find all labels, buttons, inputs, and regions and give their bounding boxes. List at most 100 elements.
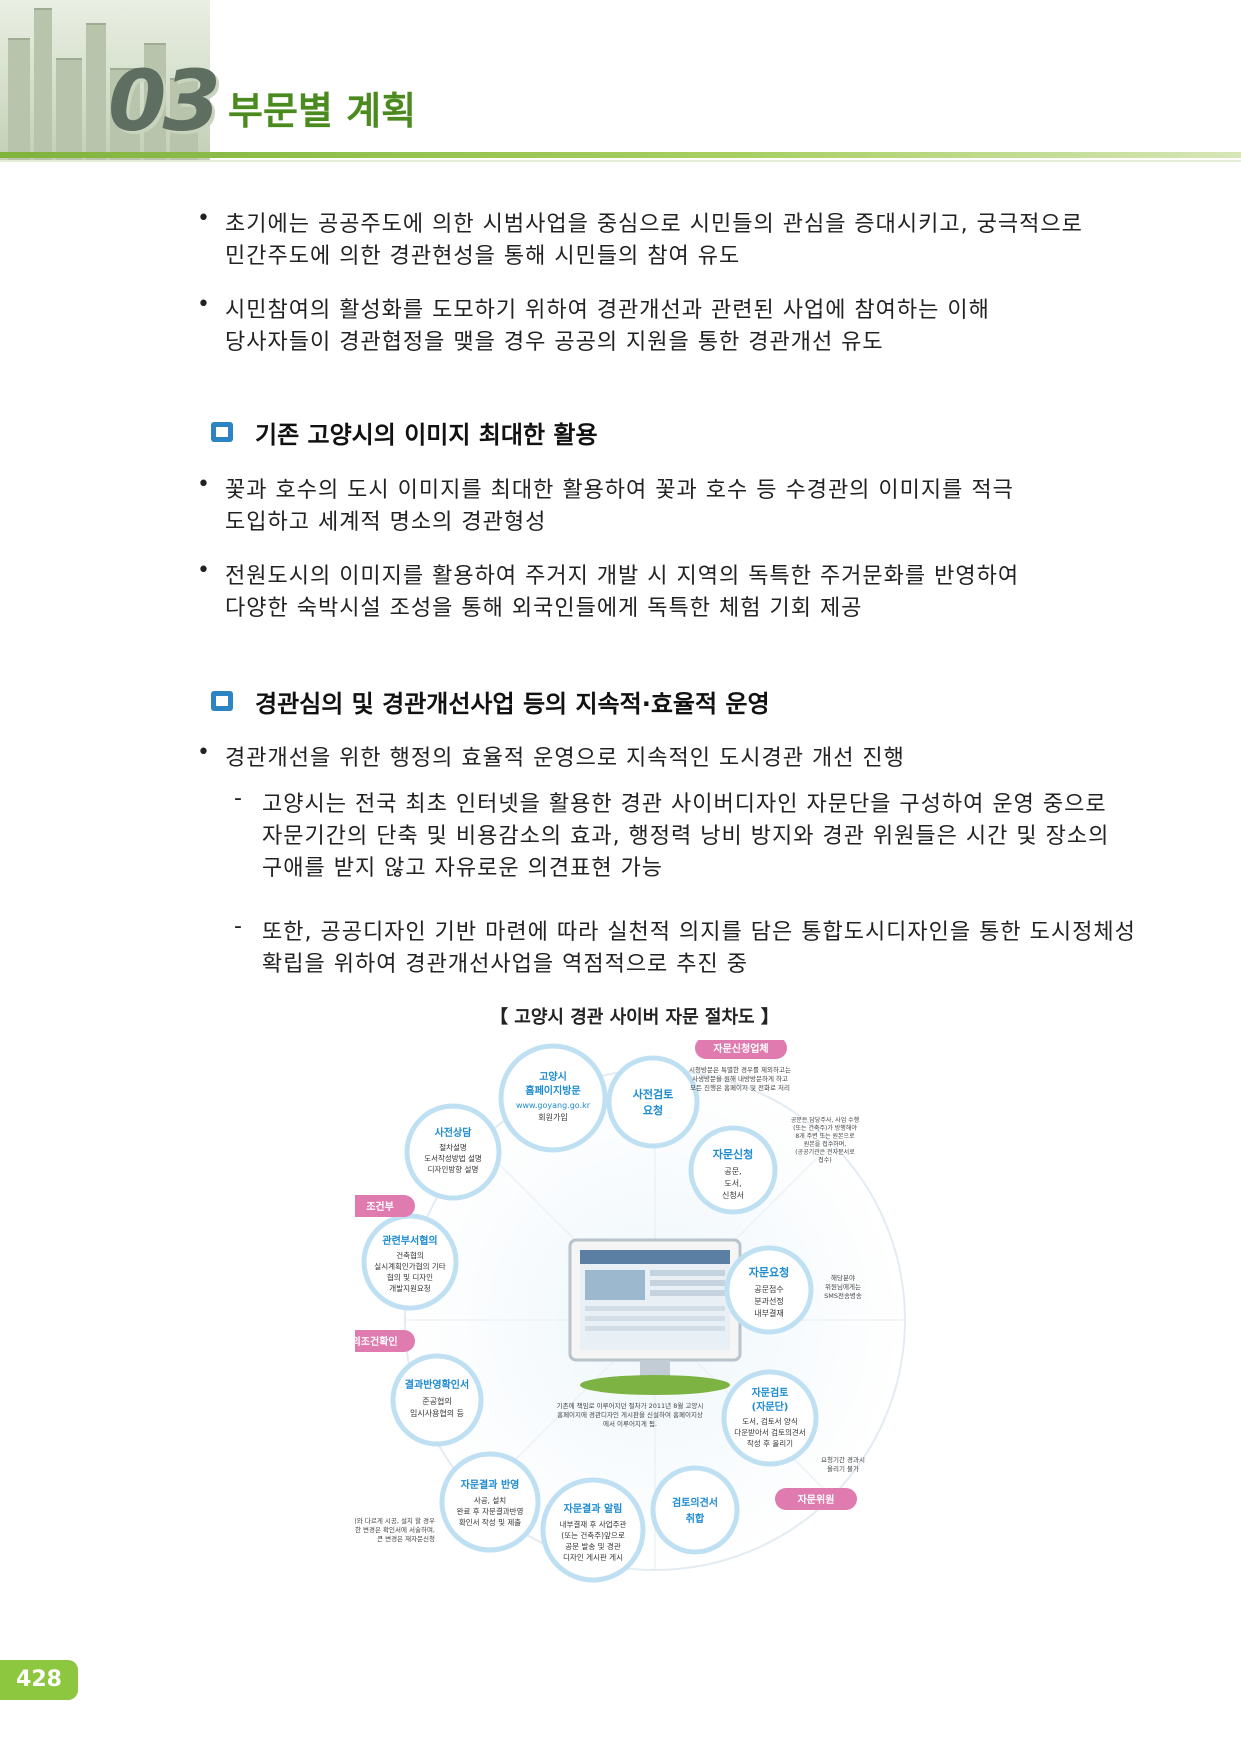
svg-text:이러한 변경은 확인서에 서술하며,: 이러한 변경은 확인서에 서술하며, <box>355 1525 435 1534</box>
svg-text:해당분야: 해당분야 <box>831 1273 855 1282</box>
svg-text:임시사용협의 등: 임시사용협의 등 <box>410 1408 464 1418</box>
node-pre-review-request: 사전검토 요청 <box>606 1055 700 1149</box>
node-result-confirmation: 결과반영확인서 준공협의 임시사용협의 등 <box>390 1353 484 1447</box>
svg-text:디자인방향 설명: 디자인방향 설명 <box>428 1164 479 1174</box>
node-result-notice: 자문결과 알림 내부결재 후 사업주관 (또는 건축주)앞으로 공문 발송 및 … <box>540 1477 646 1583</box>
city-skyline-image <box>0 0 210 160</box>
svg-text:에서 이루어지게 됨.: 에서 이루어지게 됨. <box>603 1419 657 1428</box>
svg-text:도서작성방법 설명: 도서작성방법 설명 <box>424 1153 482 1163</box>
node-homepage-visit: 고양시 홈페이지방문 www.goyang.go.kr 회원가입 <box>498 1043 608 1153</box>
svg-text:자문검토: 자문검토 <box>752 1386 789 1399</box>
svg-text:공문 발송 및 경관: 공문 발송 및 경관 <box>565 1541 621 1551</box>
badge-consult-check: 협의조건확인 <box>355 1330 415 1352</box>
heading-square-icon <box>211 691 233 711</box>
svg-text:확인서 작성 및 제출: 확인서 작성 및 제출 <box>459 1517 521 1527</box>
svg-text:올리기 불가: 올리기 불가 <box>827 1464 859 1473</box>
page-header: 03 부문별 계획 <box>0 0 1241 170</box>
svg-text:홈페이지에 경관디자인 게시판을 신설하여 홈페이지상: 홈페이지에 경관디자인 게시판을 신설하여 홈페이지상 <box>557 1410 703 1419</box>
svg-text:자문신청: 자문신청 <box>713 1147 753 1161</box>
note-left-low: 자문결과 시와 다르게 시공, 설치 할 경우 이러한 변경은 확인서에 서술하… <box>355 1516 435 1543</box>
section-title: 부문별 계획 <box>228 89 417 133</box>
note-right-low: 요청기간 경과시 올리기 불가 <box>821 1455 865 1473</box>
svg-text:개발지원요청: 개발지원요청 <box>389 1283 430 1293</box>
svg-text:내부결재: 내부결재 <box>754 1308 783 1318</box>
node-consult-review: 자문검토 (자문단) 도서, 검토서 양식 다운받아서 검토의견서 작성 후 올… <box>721 1369 819 1467</box>
svg-text:사전검토: 사전검토 <box>633 1087 673 1101</box>
svg-text:공문,: 공문, <box>724 1167 741 1176</box>
svg-text:자문신청업체: 자문신청업체 <box>713 1042 768 1055</box>
svg-text:신청서: 신청서 <box>722 1191 744 1200</box>
badge-applicant: 자문신청업체 <box>695 1040 787 1059</box>
svg-text:8개 주변 또는 원본으로: 8개 주변 또는 원본으로 <box>795 1132 855 1140</box>
svg-text:(또는 건축주)앞으로: (또는 건축주)앞으로 <box>561 1530 625 1540</box>
badge-precondition: 조건부 <box>355 1195 415 1217</box>
svg-text:SMS전송병송: SMS전송병송 <box>824 1291 862 1300</box>
cyber-consult-diagram: 고양시 홈페이지방문 www.goyang.go.kr 회원가입 사전검토 요청… <box>355 1040 906 1583</box>
svg-text:작성 후 올리기: 작성 후 올리기 <box>747 1438 793 1448</box>
svg-text:사생방문을 원해 내방방문하게 하고: 사생방문을 원해 내방방문하게 하고 <box>692 1074 788 1083</box>
note-right-mid: 공문은 담당주사, 사업 수행 (또는 건축주)가 방행해야 8개 주변 또는 … <box>791 1116 859 1164</box>
monitor-illustration <box>568 1238 742 1395</box>
svg-text:도서, 검토서 양식: 도서, 검토서 양식 <box>742 1416 797 1426</box>
svg-text:검토의견서: 검토의견서 <box>672 1496 718 1509</box>
svg-text:모든 진행은 홈페이지 및 전화로 처리: 모든 진행은 홈페이지 및 전화로 처리 <box>690 1083 790 1092</box>
svg-text:자문결과 반영: 자문결과 반영 <box>461 1478 520 1491</box>
svg-text:취합: 취합 <box>686 1512 705 1525</box>
note-top-right: 시청방문은 특별한 경우를 제외하고는 사생방문을 원해 내방방문하게 하고 모… <box>689 1065 791 1092</box>
svg-text:도서,: 도서, <box>724 1179 741 1188</box>
svg-text:자문결과 알림: 자문결과 알림 <box>564 1502 623 1515</box>
svg-text:조건부: 조건부 <box>366 1200 394 1213</box>
heading-square-icon <box>211 422 233 442</box>
svg-text:(공공기관은 전자문서로: (공공기관은 전자문서로 <box>795 1148 855 1156</box>
bullet-item: • 꽃과 호수의 도시 이미지를 최대한 활용하여 꽃과 호수 등 수경관의 이… <box>197 472 1014 535</box>
svg-text:절차설명: 절차설명 <box>439 1142 467 1152</box>
svg-text:분과선정: 분과선정 <box>754 1296 783 1306</box>
diagram-title: 【 고양시 경관 사이버 자문 절차도 】 <box>490 1007 779 1028</box>
svg-text:건축협의: 건축협의 <box>396 1250 424 1260</box>
svg-text:내부결재 후 사업주관: 내부결재 후 사업주관 <box>560 1519 627 1529</box>
bullet-item: • 경관개선을 위한 행정의 효율적 운영으로 지속적인 도시경관 개선 진행 <box>197 740 905 771</box>
svg-text:요청기간 경과시: 요청기간 경과시 <box>821 1455 865 1464</box>
note-center: 기존에 책임로 이루어지던 절차가 2011년 8월 고양시 홈페이지에 경관디… <box>557 1401 704 1428</box>
svg-text:시청방문은 특별한 경우를 제외하고는: 시청방문은 특별한 경우를 제외하고는 <box>689 1065 791 1074</box>
node-related-dept: 관련부서협의 건축협의 실시계획인가협의 기타 협의 및 디자인 개발지원요청 <box>361 1213 459 1311</box>
node-consult-request: 자문요청 공문접수 분과선정 내부결재 <box>724 1245 814 1335</box>
badge-committee: 자문위원 <box>775 1488 857 1510</box>
svg-text:결과반영확인서: 결과반영확인서 <box>405 1378 469 1391</box>
bullet-item: • 초기에는 공공주도에 의한 시범사업을 중심으로 시민들의 관심을 증대시키… <box>197 206 1083 269</box>
svg-text:고양시: 고양시 <box>539 1071 567 1083</box>
svg-text:협의조건확인: 협의조건확인 <box>355 1335 398 1348</box>
svg-text:자문요청: 자문요청 <box>749 1265 789 1279</box>
svg-text:실시계획인가협의 기타: 실시계획인가협의 기타 <box>374 1261 445 1271</box>
svg-text:(또는 건축주)가 방행해야: (또는 건축주)가 방행해야 <box>793 1124 857 1132</box>
svg-text:홈페이지방문: 홈페이지방문 <box>525 1084 580 1097</box>
node-review-collection: 검토의견서 취합 <box>650 1465 740 1555</box>
svg-text:원본을 접수하며,: 원본을 접수하며, <box>804 1140 847 1148</box>
node-pre-consultation: 사전상담 절차설명 도서작성방법 설명 디자인방향 설명 <box>404 1103 502 1201</box>
svg-text:큰 변경은 재자문신청: 큰 변경은 재자문신청 <box>377 1534 435 1543</box>
page-number: 428 <box>0 1660 78 1700</box>
node-result-applied: 자문결과 반영 사공, 설치 완료 후 자문결과반영 확인서 작성 및 제출 <box>439 1451 541 1553</box>
svg-text:협의 및 디자인: 협의 및 디자인 <box>387 1272 433 1282</box>
svg-text:자문결과 시와 다르게 시공, 설치 할 경우: 자문결과 시와 다르게 시공, 설치 할 경우 <box>355 1516 435 1525</box>
header-divider <box>0 152 1241 158</box>
svg-text:공문은 담당주사, 사업 수행: 공문은 담당주사, 사업 수행 <box>791 1116 859 1124</box>
svg-text:관련부서협의: 관련부서협의 <box>382 1234 437 1247</box>
section-number: 03 <box>108 52 221 150</box>
svg-text:www.goyang.go.kr: www.goyang.go.kr <box>516 1101 591 1110</box>
svg-text:기존에 책임로 이루어지던 절차가 2011년 8월 고양시: 기존에 책임로 이루어지던 절차가 2011년 8월 고양시 <box>557 1401 704 1410</box>
note-right-sms: 해당분야 위원님에게는 SMS전송병송 <box>824 1273 862 1300</box>
bullet-item: • 시민참여의 활성화를 도모하기 위하여 경관개선과 관련된 사업에 참여하는… <box>197 292 990 355</box>
node-consult-application: 자문신청 공문, 도서, 신청서 <box>688 1125 778 1215</box>
dash-item: - 또한, 공공디자인 기반 마련에 따라 실천적 의지를 담은 통합도시디자인… <box>234 914 1136 977</box>
svg-text:완료 후 자문결과반영: 완료 후 자문결과반영 <box>457 1506 524 1516</box>
svg-text:준공협의: 준공협의 <box>422 1396 451 1406</box>
svg-text:위원님에게는: 위원님에게는 <box>825 1282 861 1291</box>
svg-text:다운받아서 검토의견서: 다운받아서 검토의견서 <box>734 1427 805 1437</box>
dash-item: - 고양시는 전국 최초 인터넷을 활용한 경관 사이버디자인 자문단을 구성하… <box>234 786 1110 881</box>
svg-text:접수): 접수) <box>818 1156 831 1164</box>
svg-text:공문접수: 공문접수 <box>754 1284 783 1294</box>
svg-text:자문위원: 자문위원 <box>798 1493 835 1506</box>
svg-text:(자문단): (자문단) <box>752 1400 789 1413</box>
svg-text:사공, 설치: 사공, 설치 <box>474 1496 506 1505</box>
